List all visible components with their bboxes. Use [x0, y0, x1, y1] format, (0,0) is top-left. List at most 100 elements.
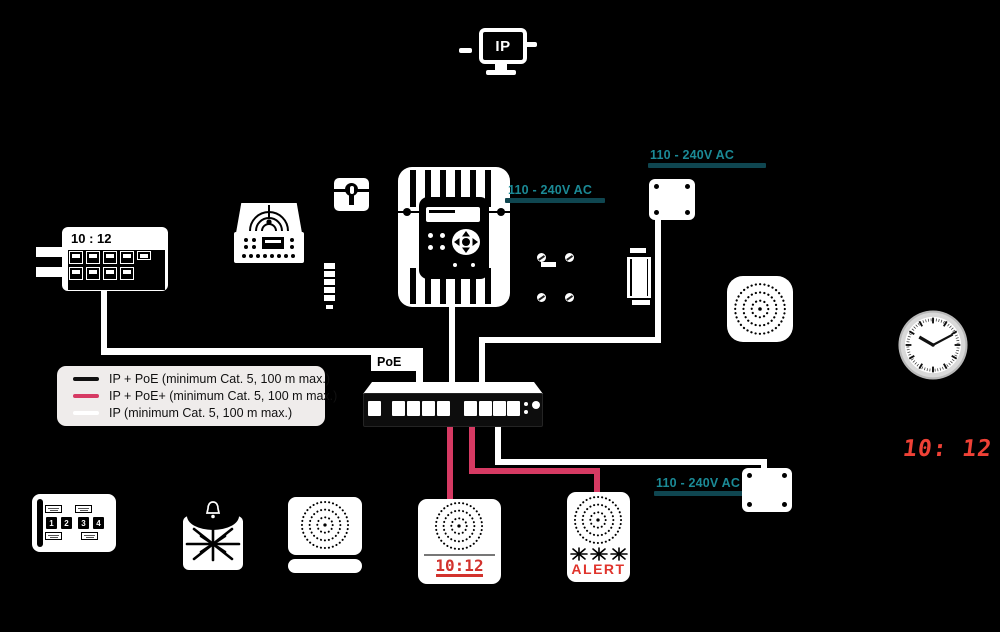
cable-ip-sigma-drop — [416, 353, 423, 383]
console-display — [262, 237, 284, 249]
dpad-icon — [452, 229, 480, 255]
bell-icon — [205, 501, 221, 519]
legend-label: IP + PoE+ (minimum Cat. 5, 100 m max.) — [109, 389, 338, 403]
switch-led — [524, 402, 528, 406]
console-dot — [291, 254, 295, 258]
alert-speaker-text: ALERT — [571, 561, 626, 577]
keyhole-stem — [349, 195, 354, 205]
cable-poeplus-alert-drop — [594, 468, 600, 494]
console-dot — [256, 254, 260, 258]
screw-icon — [537, 293, 546, 302]
alert-starburst-icon — [610, 547, 628, 561]
monitor-base — [486, 70, 516, 75]
console-dot — [242, 254, 246, 258]
master-clock-time: 10 : 12 — [71, 231, 112, 246]
switch-port — [422, 401, 435, 416]
switch-port — [392, 401, 405, 416]
analog-clock — [898, 310, 968, 380]
flash-starburst-icon — [185, 526, 241, 562]
console-dot — [252, 238, 256, 242]
keyhole-icon — [345, 183, 358, 196]
panel-edge — [37, 499, 43, 547]
panel-dot — [453, 263, 457, 267]
console-dot — [249, 254, 253, 258]
control-panel — [419, 197, 489, 279]
cable-ip-sigma-vertical — [101, 291, 107, 352]
switch-port — [407, 401, 420, 416]
power-underline-top-right — [648, 163, 766, 168]
cable-ip-master-vertical — [449, 306, 455, 384]
console-dot — [284, 254, 288, 258]
keypad-cell — [69, 251, 83, 264]
power-underline-bottom-right — [654, 491, 772, 496]
column-speaker — [627, 248, 653, 305]
panel-dot — [440, 233, 445, 238]
keypad-cell — [69, 267, 83, 280]
ceiling-speaker — [727, 276, 793, 342]
cable-ip-junction-horizontal — [479, 337, 661, 343]
console-dot — [244, 245, 248, 249]
power-label-bottom-right: 110 - 240V AC — [656, 476, 741, 490]
panel-dot — [440, 245, 445, 250]
cable-poeplus-clockspeaker — [447, 427, 453, 500]
legend-row-poe-plus: IP + PoE+ (minimum Cat. 5, 100 m max.) — [73, 389, 337, 403]
legend-row-ip: IP (minimum Cat. 5, 100 m max.) — [73, 406, 325, 420]
keypad-cell — [86, 251, 100, 264]
din-clip-top — [36, 247, 62, 257]
power-label-center: 110 - 240V AC — [508, 183, 593, 197]
ip-monitor-icon: IP — [455, 24, 550, 79]
trigger-button-2: 2 — [61, 517, 72, 529]
grille-bottom — [410, 268, 498, 304]
cable-poeplus-alert-vertical — [469, 427, 475, 474]
flash-sounder — [180, 498, 246, 574]
switch-port — [493, 401, 506, 416]
din-clip-bottom — [36, 267, 62, 277]
console-dot — [252, 245, 256, 249]
alert-starburst-icon — [590, 547, 608, 561]
console-dot — [277, 254, 281, 258]
junction-box-top — [649, 179, 695, 220]
panel-dot — [471, 263, 475, 267]
wall-speaker — [288, 497, 362, 573]
keypad-cell — [103, 267, 117, 280]
alert-speaker: ALERT — [567, 492, 630, 582]
legend-line-ip-poe — [73, 377, 99, 381]
cable-ip-sigma-horizontal — [101, 348, 423, 355]
cable-ip-junction-drop — [479, 341, 485, 383]
switch-power-button — [532, 401, 540, 409]
poe-label-chip — [371, 351, 417, 371]
keypad-cell — [103, 251, 117, 264]
speaker-grille-icon — [573, 495, 623, 545]
master-clock-keypad — [68, 250, 165, 290]
poe-switch — [362, 381, 544, 428]
mic-console — [234, 203, 304, 263]
monitor-dash-right — [524, 42, 537, 47]
screw-right — [497, 208, 505, 216]
console-dot — [263, 254, 267, 258]
poe-label: PoE — [377, 355, 402, 369]
cable-ip-junction-vertical — [655, 219, 661, 340]
wall-speaker-base — [288, 559, 362, 573]
screw-icon — [537, 253, 546, 262]
trigger-label-chip — [45, 532, 62, 540]
key-contact-box — [334, 178, 369, 211]
legend-label: IP + PoE (minimum Cat. 5, 100 m max.) — [109, 372, 331, 386]
monitor-neck — [495, 64, 507, 70]
grille-top — [410, 170, 498, 207]
keypad-cell — [137, 251, 151, 260]
monitor-dash-left — [459, 48, 472, 53]
legend-line-ip — [73, 411, 99, 415]
switch-led — [524, 410, 528, 414]
digital-clock: 10: 12 — [901, 436, 994, 462]
legend-row-poe: IP + PoE (minimum Cat. 5, 100 m max.) — [73, 372, 330, 386]
trigger-label-chip — [75, 505, 92, 513]
switch-port — [507, 401, 520, 416]
speaker-grille-icon — [300, 500, 350, 550]
console-dot — [290, 245, 294, 249]
trigger-button-4: 4 — [93, 517, 104, 529]
keypad-cell — [120, 267, 134, 280]
screw-icon — [565, 253, 574, 262]
mic-arcs-icon — [249, 205, 289, 232]
clock-speaker: 10:12 — [418, 499, 501, 584]
